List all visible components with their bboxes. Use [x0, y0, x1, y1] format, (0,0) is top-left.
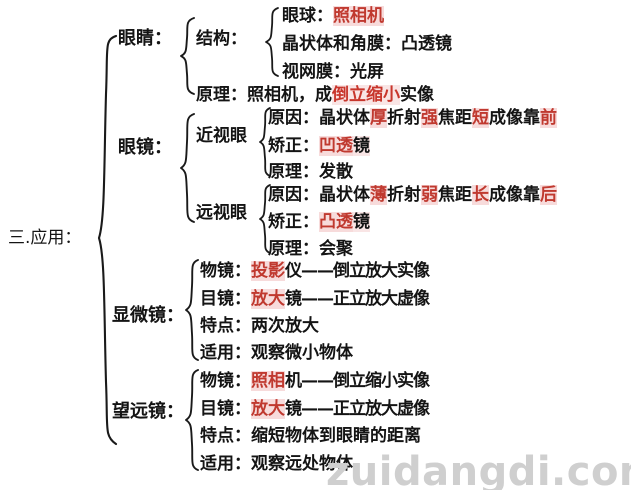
p-red: 薄	[370, 185, 387, 205]
leaf-value: 凸透镜	[401, 34, 452, 54]
brace-microscope	[185, 259, 199, 361]
p: 仪——倒立放大实像	[285, 261, 430, 281]
brace-hyperopia	[259, 184, 271, 254]
leaf-key: 特点：	[200, 316, 251, 336]
leaf-telescope-eyepiece: 目镜：放大镜——正立放大虚像	[200, 399, 430, 419]
p: 观察微小物体	[251, 343, 353, 363]
leaf-key: 原理：	[196, 85, 247, 105]
sublabel-eye-structure: 结构：	[196, 29, 247, 49]
leaf-hyperopia-correction: 矫正：凸透镜	[268, 212, 370, 232]
leaf-microscope-feature: 特点：两次放大	[200, 318, 319, 335]
brace-glasses	[180, 113, 195, 223]
p: 镜——正立放大虚像	[285, 399, 430, 419]
p-red: 弱	[421, 185, 438, 205]
p-red: 后	[540, 185, 557, 205]
leaf-key: 物镜：	[200, 371, 251, 391]
branch-label-microscope: 显微镜：	[112, 305, 184, 326]
leaf-key: 物镜：	[200, 261, 251, 281]
brace-eye-structure	[265, 7, 279, 77]
leaf-prefix: 照相机，成	[247, 85, 332, 105]
p-red: 凸透	[319, 212, 353, 232]
leaf-value-red: 照相机	[333, 6, 384, 26]
leaf-key: 矫正：	[268, 136, 319, 156]
root-label: 三.应用：	[8, 228, 82, 248]
p: 晶状体	[319, 108, 370, 128]
leaf-key: 矫正：	[268, 212, 319, 232]
leaf-microscope-eyepiece: 目镜：放大镜——正立放大虚像	[200, 289, 430, 309]
p-red: 放大	[251, 399, 285, 419]
leaf-key: 视网膜：	[282, 62, 350, 82]
branch-label-glasses: 眼镜：	[118, 137, 172, 158]
leaf-eye-retina: 视网膜：光屏	[282, 64, 384, 81]
p-red: 厚	[370, 108, 387, 128]
leaf-key: 目镜：	[200, 399, 251, 419]
leaf-telescope-objective: 物镜：照相机——倒立缩小实像	[200, 371, 430, 391]
p: 镜	[353, 136, 370, 156]
p-red: 照相	[251, 371, 285, 391]
p-red: 投影	[251, 261, 285, 281]
brace-eye	[180, 17, 195, 95]
p: 成像靠	[489, 108, 540, 128]
sublabel-myopia: 近视眼	[196, 126, 247, 146]
p: 缩短物体到眼睛的距离	[251, 426, 421, 446]
p: 会聚	[319, 239, 353, 259]
p-red: 放大	[251, 289, 285, 309]
leaf-eye-principle: 原理：照相机，成倒立缩小实像	[196, 85, 434, 105]
leaf-value: 光屏	[350, 62, 384, 82]
brace-telescope	[185, 369, 199, 471]
p: 折射	[387, 185, 421, 205]
p: 镜——正立放大虚像	[285, 289, 430, 309]
leaf-key: 特点：	[200, 426, 251, 446]
brace-myopia	[259, 107, 271, 177]
leaf-suffix: 实像	[400, 85, 434, 105]
leaf-key: 原理：	[268, 162, 319, 182]
leaf-myopia-cause: 原因：晶状体厚折射强焦距短成像靠前	[268, 108, 557, 128]
leaf-hyperopia-cause: 原因：晶状体薄折射弱焦距长成像靠后	[268, 185, 557, 205]
p: 机——倒立缩小实像	[285, 371, 430, 391]
sublabel-hyperopia: 远视眼	[196, 203, 247, 223]
leaf-telescope-usage: 适用：观察远处物体	[200, 456, 353, 473]
p-red: 强	[421, 108, 438, 128]
leaf-eye-eyeball: 眼球：照相机	[282, 6, 384, 26]
leaf-key: 适用：	[200, 454, 251, 474]
leaf-key: 目镜：	[200, 289, 251, 309]
p: 焦距	[438, 108, 472, 128]
branch-label-eye: 眼睛：	[118, 28, 172, 49]
brace-root	[97, 34, 118, 446]
leaf-key: 原因：	[268, 185, 319, 205]
leaf-hyperopia-principle: 原理：会聚	[268, 241, 353, 258]
p: 观察远处物体	[251, 454, 353, 474]
watermark: zuidangdi.com	[326, 449, 631, 490]
leaf-key: 原因：	[268, 108, 319, 128]
leaf-microscope-objective: 物镜：投影仪——倒立放大实像	[200, 261, 430, 281]
p: 镜	[353, 212, 370, 232]
p: 两次放大	[251, 316, 319, 336]
branch-label-telescope: 望远镜：	[112, 401, 184, 422]
leaf-eye-lens-cornea: 晶状体和角膜：凸透镜	[282, 36, 452, 53]
p: 晶状体	[319, 185, 370, 205]
p-red: 凹透	[319, 136, 353, 156]
p: 折射	[387, 108, 421, 128]
p-red: 前	[540, 108, 557, 128]
p-red: 短	[472, 108, 489, 128]
p-red: 长	[472, 185, 489, 205]
p: 焦距	[438, 185, 472, 205]
leaf-key: 眼球：	[282, 6, 333, 26]
leaf-key: 晶状体和角膜：	[282, 34, 401, 54]
p: 成像靠	[489, 185, 540, 205]
leaf-telescope-feature: 特点：缩短物体到眼睛的距离	[200, 428, 421, 445]
leaf-key: 适用：	[200, 343, 251, 363]
leaf-myopia-correction: 矫正：凹透镜	[268, 136, 370, 156]
leaf-red: 倒立缩小	[332, 85, 400, 105]
p: 发散	[319, 162, 353, 182]
leaf-microscope-usage: 适用：观察微小物体	[200, 345, 353, 362]
leaf-key: 原理：	[268, 239, 319, 259]
leaf-myopia-principle: 原理：发散	[268, 164, 353, 181]
